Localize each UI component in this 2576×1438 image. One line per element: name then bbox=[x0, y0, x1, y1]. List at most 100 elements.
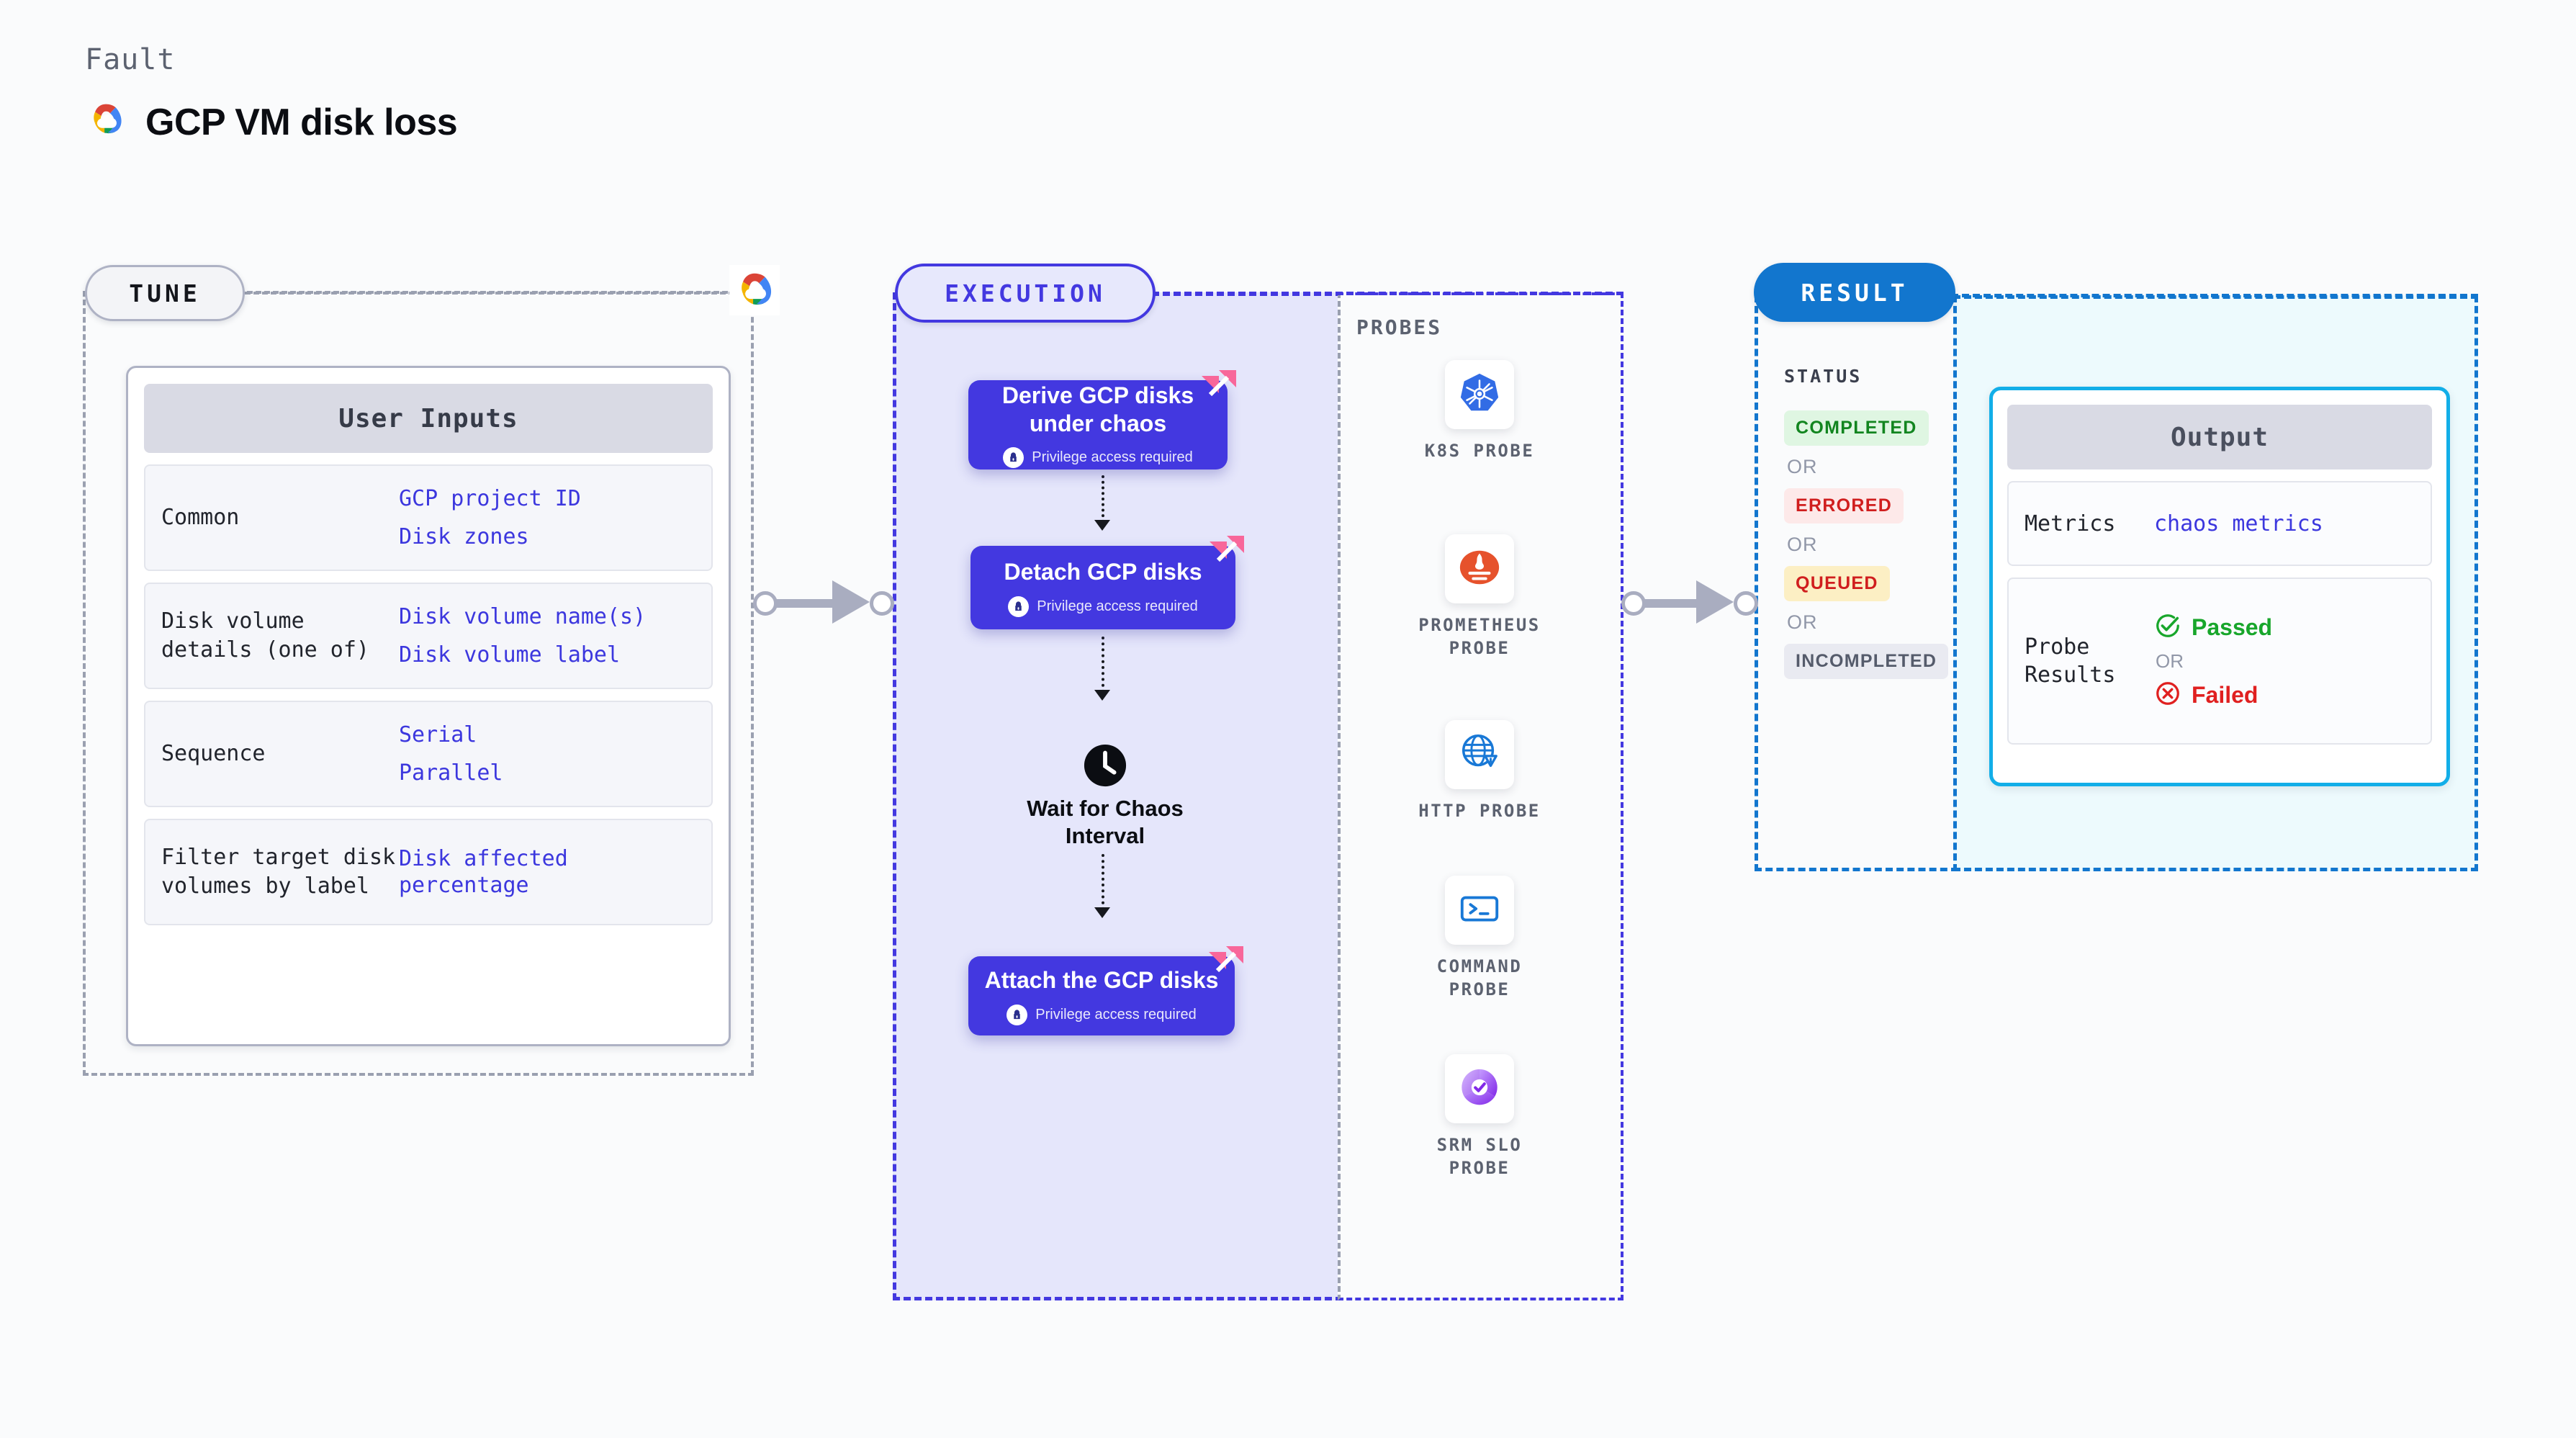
probe-tile bbox=[1445, 360, 1514, 429]
lock-icon bbox=[1008, 596, 1030, 617]
litmus-flag-icon bbox=[1207, 943, 1245, 981]
connector-wait-step3 bbox=[1102, 854, 1104, 910]
gcp-cloud-logo-icon bbox=[85, 102, 127, 143]
execution-section-pill[interactable]: EXECUTION bbox=[895, 264, 1156, 323]
input-row-label: Sequence bbox=[161, 740, 266, 766]
output-row-probe-results: Probe Results Passed OR bbox=[2007, 578, 2432, 745]
srm-slo-icon bbox=[1457, 1065, 1502, 1113]
step-privilege-note: Privilege access required bbox=[1006, 1004, 1197, 1025]
lock-icon bbox=[1006, 1004, 1028, 1025]
lock-icon bbox=[1003, 447, 1024, 469]
probe-passed-label: Passed bbox=[2192, 614, 2273, 640]
status-list: COMPLETED OR ERRORED OR QUEUED OR INCOMP… bbox=[1784, 410, 1949, 679]
step-privilege-text: Privilege access required bbox=[1035, 1006, 1197, 1023]
wait-label: Wait for Chaos Interval bbox=[1027, 796, 1184, 848]
output-card-title: Output bbox=[2007, 405, 2432, 469]
arrow-end-dot bbox=[1734, 591, 1758, 616]
step-privilege-text: Privilege access required bbox=[1032, 449, 1193, 466]
connector-step1-step2 bbox=[1102, 475, 1104, 523]
arrow-end-dot bbox=[870, 591, 894, 616]
page-title: GCP VM disk loss bbox=[145, 102, 458, 143]
arrow-start-dot bbox=[1621, 591, 1646, 616]
arrow-start-dot bbox=[753, 591, 778, 616]
probe-command[interactable]: COMMAND PROBE bbox=[1408, 876, 1552, 1002]
arrow-tune-to-execution bbox=[753, 580, 894, 624]
terminal-icon bbox=[1457, 886, 1502, 935]
step-privilege-text: Privilege access required bbox=[1037, 598, 1198, 614]
probe-failed-label: Failed bbox=[2192, 681, 2258, 708]
probe-tile bbox=[1445, 720, 1514, 789]
input-value[interactable]: Parallel bbox=[399, 760, 503, 786]
input-value[interactable]: Disk affected percentage bbox=[399, 845, 568, 898]
result-section-pill[interactable]: RESULT bbox=[1754, 263, 1955, 322]
connector-arrowhead bbox=[1094, 690, 1110, 701]
input-row-values: Serial Parallel bbox=[399, 722, 503, 786]
probe-k8s[interactable]: K8S PROBE bbox=[1408, 360, 1552, 462]
tune-pill-connector bbox=[245, 292, 734, 295]
page-header: GCP VM disk loss bbox=[85, 101, 458, 144]
probe-name: K8S PROBE bbox=[1424, 441, 1535, 461]
status-or-label: OR bbox=[1787, 611, 1818, 633]
input-row-label: Filter target disk volumes by label bbox=[161, 844, 396, 899]
step-title: Attach the GCP disks bbox=[984, 967, 1219, 994]
probes-section-label: PROBES bbox=[1356, 315, 1443, 339]
tune-gcp-badge-icon bbox=[729, 265, 780, 315]
user-inputs-card: User Inputs Common GCP project ID Disk z… bbox=[126, 366, 731, 1046]
input-row-values: GCP project ID Disk zones bbox=[399, 485, 581, 550]
input-value[interactable]: Disk volume label bbox=[399, 642, 621, 668]
execution-step-derive-disks[interactable]: Derive GCP disks under chaos Privilege a… bbox=[968, 370, 1236, 469]
http-globe-icon bbox=[1457, 731, 1502, 779]
probe-srm-slo[interactable]: SRM SLO PROBE bbox=[1408, 1054, 1552, 1180]
probe-name: COMMAND PROBE bbox=[1436, 956, 1523, 1000]
check-circle-icon bbox=[2154, 612, 2181, 643]
execution-pill-connector bbox=[1152, 292, 1623, 295]
status-or-label: OR bbox=[1787, 456, 1818, 477]
execution-wait-node: Wait for Chaos Interval bbox=[1001, 743, 1210, 850]
result-pill-connector bbox=[1951, 294, 2478, 297]
input-value[interactable]: Disk zones bbox=[399, 524, 529, 549]
step-privilege-note: Privilege access required bbox=[1008, 596, 1198, 617]
probes-section-frame bbox=[1338, 292, 1623, 1300]
input-row-values: Disk affected percentage bbox=[399, 845, 695, 899]
input-row-values: Disk volume name(s) Disk volume label bbox=[399, 603, 646, 668]
probe-tile bbox=[1445, 534, 1514, 603]
input-row-sequence: Sequence Serial Parallel bbox=[144, 701, 713, 807]
probe-http[interactable]: HTTP PROBE bbox=[1408, 720, 1552, 822]
output-card: Output Metrics chaos metrics Probe Resul… bbox=[1989, 387, 2450, 786]
probe-tile bbox=[1445, 876, 1514, 945]
execution-step-detach-disks[interactable]: Detach GCP disks Privilege access requir… bbox=[970, 536, 1244, 629]
connector-step2-wait bbox=[1102, 637, 1104, 693]
arrow-execution-to-result bbox=[1621, 580, 1758, 624]
step-title: Derive GCP disks under chaos bbox=[1001, 382, 1194, 436]
probe-name: PROMETHEUS PROBE bbox=[1418, 615, 1541, 659]
execution-step-attach-disks[interactable]: Attach the GCP disks Privilege access re… bbox=[968, 946, 1243, 1035]
input-value[interactable]: Disk volume name(s) bbox=[399, 603, 647, 629]
step-title: Detach GCP disks bbox=[1004, 559, 1202, 585]
status-badge-incompleted: INCOMPLETED bbox=[1784, 644, 1949, 679]
connector-arrowhead bbox=[1094, 907, 1110, 918]
x-circle-icon bbox=[2154, 680, 2181, 711]
input-value[interactable]: GCP project ID bbox=[399, 485, 581, 511]
output-row-label: Probe Results bbox=[2025, 634, 2116, 688]
status-or-label: OR bbox=[1787, 534, 1818, 555]
probe-result-failed: Failed bbox=[2154, 680, 2272, 711]
input-row-filter-target: Filter target disk volumes by label Disk… bbox=[144, 819, 713, 925]
litmus-flag-icon bbox=[1208, 533, 1246, 570]
probe-name: SRM SLO PROBE bbox=[1436, 1135, 1523, 1179]
input-value[interactable]: Serial bbox=[399, 722, 477, 747]
probe-result-passed: Passed bbox=[2154, 612, 2272, 643]
output-row-metrics: Metrics chaos metrics bbox=[2007, 481, 2432, 566]
probe-results-values: Passed OR Failed bbox=[2154, 612, 2272, 711]
status-badge-completed: COMPLETED bbox=[1784, 410, 1929, 446]
page-kicker: Fault bbox=[85, 43, 176, 76]
status-badge-queued: QUEUED bbox=[1784, 566, 1890, 601]
tune-section-pill[interactable]: TUNE bbox=[85, 265, 245, 321]
status-label: STATUS bbox=[1784, 366, 1863, 387]
status-badge-errored: ERRORED bbox=[1784, 488, 1904, 523]
input-row-disk-volume-details: Disk volume details (one of) Disk volume… bbox=[144, 583, 713, 689]
input-row-common: Common GCP project ID Disk zones bbox=[144, 464, 713, 571]
input-row-label: Disk volume details (one of) bbox=[161, 608, 369, 662]
output-metrics-value[interactable]: chaos metrics bbox=[2154, 511, 2323, 536]
probe-prometheus[interactable]: PROMETHEUS PROBE bbox=[1408, 534, 1552, 660]
